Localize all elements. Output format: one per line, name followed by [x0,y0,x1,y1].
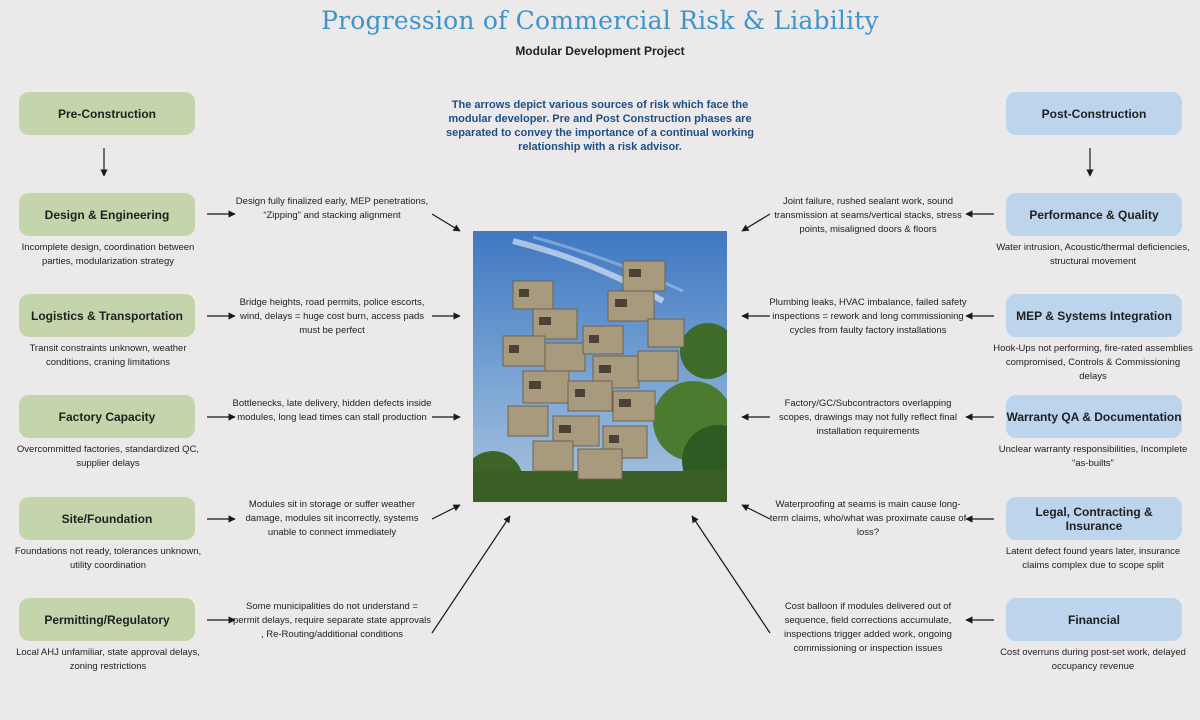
risk-legal-insurance: Waterproofing at seams is main cause lon… [769,499,967,538]
risk-factory-capacity: Bottlenecks, late delivery, hidden defec… [232,398,432,423]
stage-mep-systems: MEP & Systems Integration [1006,294,1182,337]
stage-legal-insurance-desc: Latent defect found years later, insuran… [1005,546,1181,571]
stage-warranty-qa: Warranty QA & Documentation [1006,395,1182,438]
risk-mep-systems: Plumbing leaks, HVAC imbalance, failed s… [769,297,967,336]
stage-factory-capacity: Factory Capacity [19,395,195,438]
stage-performance-quality: Performance & Quality [1006,193,1182,236]
stage-mep-systems-desc: Hook-Ups not performing, fire-rated asse… [993,343,1193,382]
stage-permitting-regulatory: Permitting/Regulatory [19,598,195,641]
post-construction-header: Post-Construction [1006,92,1182,135]
risk-warranty-qa: Factory/GC/Subcontractors overlapping sc… [779,398,957,437]
risk-performance-quality: Joint failure, rushed sealant work, soun… [774,196,962,235]
stage-design-engineering: Design & Engineering [19,193,195,236]
risk-permitting-regulatory: Some municipalities do not understand = … [232,601,432,640]
stage-warranty-qa-desc: Unclear warranty responsibilities, Incom… [998,444,1188,469]
stage-financial: Financial [1006,598,1182,641]
stage-site-foundation-desc: Foundations not ready, tolerances unknow… [14,546,202,571]
risk-logistics-transportation: Bridge heights, road permits, police esc… [239,297,425,336]
page-subtitle: Modular Development Project [515,44,685,58]
modular-building-photo [473,231,727,502]
stage-performance-quality-desc: Water intrusion, Acoustic/thermal defici… [996,242,1190,267]
stage-logistics-transportation: Logistics & Transportation [19,294,195,337]
risk-financial: Cost balloon if modules delivered out of… [784,601,952,654]
stage-factory-capacity-desc: Overcommitted factories, standardized QC… [16,444,200,469]
risk-design-engineering: Design fully finalized early, MEP penetr… [235,196,429,221]
stage-permitting-regulatory-desc: Local AHJ unfamiliar, state approval del… [16,647,200,672]
stage-legal-insurance: Legal, Contracting & Insurance [1006,497,1182,540]
stage-site-foundation: Site/Foundation [19,497,195,540]
stage-financial-desc: Cost overruns during post-set work, dela… [1000,647,1186,672]
risk-site-foundation: Modules sit in storage or suffer weather… [245,499,419,538]
stage-design-engineering-desc: Incomplete design, coordination between … [21,242,195,267]
page-title: Progression of Commercial Risk & Liabili… [321,6,879,35]
center-note: The arrows depict various sources of ris… [445,99,755,153]
stage-logistics-transportation-desc: Transit constraints unknown, weather con… [29,343,187,368]
pre-construction-header: Pre-Construction [19,92,195,135]
